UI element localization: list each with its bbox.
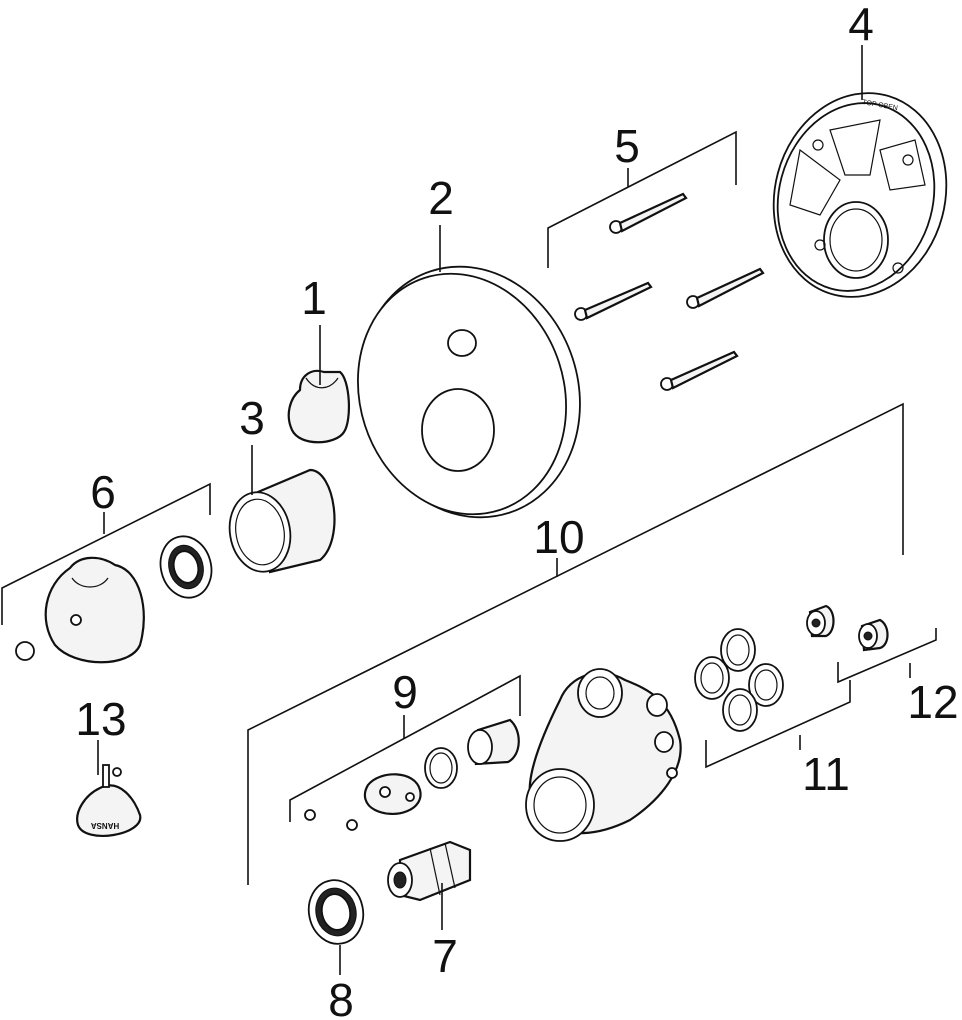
key-brand-text: HANSA [91, 821, 120, 830]
part-11-o-rings [694, 628, 784, 732]
callout-5: 5 [614, 120, 640, 172]
callout-2: 2 [428, 172, 454, 224]
callout-12: 12 [907, 676, 958, 728]
valve-body [525, 668, 682, 842]
part-5-screws [574, 192, 765, 391]
leader-lines [1, 45, 937, 975]
callout-13: 13 [75, 693, 126, 745]
part-9-components [304, 718, 520, 831]
part-2-cover-plate [357, 265, 581, 519]
callout-10: 10 [533, 511, 584, 563]
screw-4 [660, 350, 739, 391]
screw-1 [609, 192, 688, 234]
part-12-check-valves [806, 604, 889, 652]
callout-1: 1 [301, 272, 327, 324]
callout-labels: 1 2 3 4 5 6 7 8 9 10 11 12 13 [75, 0, 958, 1020]
part-8-nut [307, 879, 365, 945]
screw-3 [686, 267, 765, 309]
part-7-cartridge [387, 840, 472, 902]
part-1-lever-handle [287, 369, 351, 444]
callout-6: 6 [90, 466, 116, 518]
callout-9: 9 [392, 666, 418, 718]
callout-7: 7 [432, 930, 458, 982]
callout-11: 11 [802, 748, 850, 800]
part-6-handle-set [15, 535, 213, 664]
screw-2 [574, 281, 653, 321]
callout-3: 3 [239, 392, 265, 444]
part-3-sleeve [228, 468, 336, 574]
part-4-mounting-ring: TOP OBEN [772, 92, 948, 298]
callout-8: 8 [328, 974, 354, 1020]
callout-4: 4 [848, 0, 874, 50]
part-13-service-key: HANSA [76, 764, 142, 837]
